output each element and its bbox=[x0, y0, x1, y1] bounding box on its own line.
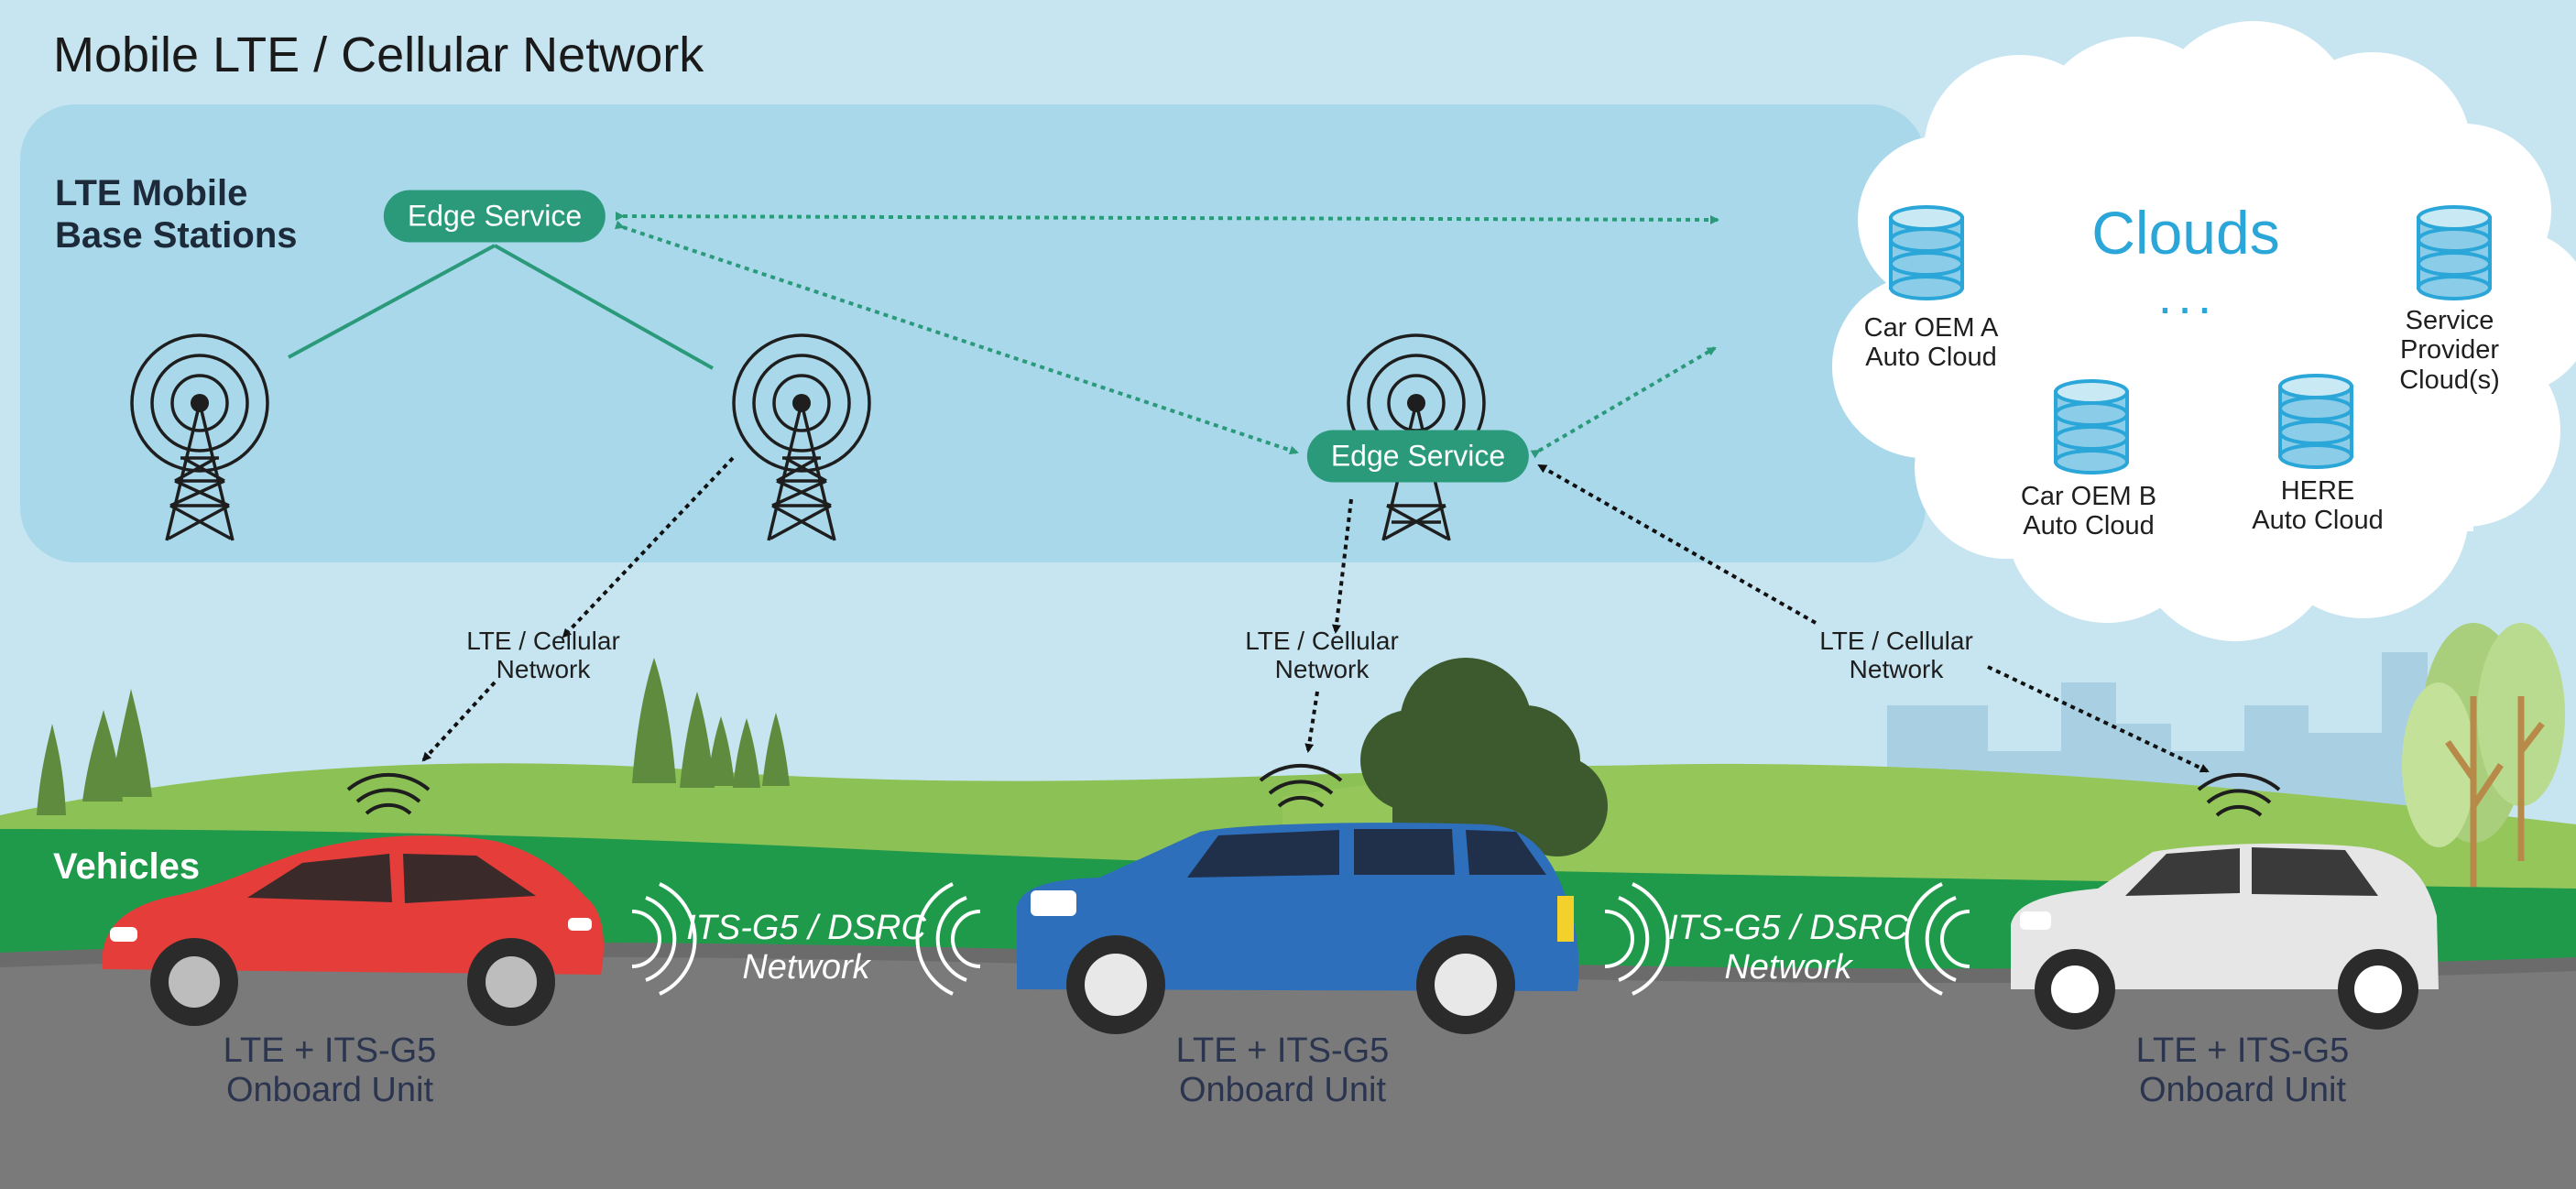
clouds-ellipsis: ... bbox=[2157, 267, 2218, 324]
cell-tower-icon bbox=[130, 333, 269, 541]
trees-middle bbox=[632, 658, 790, 788]
cellular-link-label: LTE / Cellular Network bbox=[1245, 627, 1399, 684]
database-icon bbox=[2054, 379, 2129, 475]
trees-right bbox=[2402, 623, 2565, 898]
bush-dark bbox=[1360, 658, 1608, 856]
base-station-panel bbox=[20, 104, 1926, 562]
car-icon bbox=[1017, 823, 1579, 1034]
cloud-label: Car OEM B Auto Cloud bbox=[2020, 482, 2157, 541]
database-icon bbox=[1889, 205, 1964, 300]
vehicles-label: Vehicles bbox=[53, 846, 201, 887]
page-title: Mobile LTE / Cellular Network bbox=[53, 27, 704, 82]
edge-service-pill: Edge Service bbox=[1306, 430, 1530, 483]
database-icon bbox=[2278, 374, 2353, 469]
v2v-link-label: ITS-G5 / DSRC Network bbox=[1668, 909, 1908, 987]
cloud-label: Service Provider Cloud(s) bbox=[2399, 306, 2500, 395]
wifi-signal-icon bbox=[1259, 763, 1343, 808]
road bbox=[0, 942, 2576, 1189]
cloud-label: HERE Auto Cloud bbox=[2252, 476, 2384, 536]
car-icon bbox=[2011, 843, 2439, 1030]
v2v-signal-arcs bbox=[631, 882, 1970, 996]
trees-left bbox=[37, 689, 152, 815]
wifi-signal-icon bbox=[2197, 772, 2281, 817]
onboard-unit-label: LTE + ITS-G5 Onboard Unit bbox=[1175, 1031, 1390, 1109]
cellular-link-label: LTE / Cellular Network bbox=[466, 627, 620, 684]
clouds-title: Clouds bbox=[2091, 199, 2280, 267]
car-icon bbox=[102, 835, 604, 1026]
edge-service-pill: Edge Service bbox=[383, 190, 606, 243]
onboard-unit-label: LTE + ITS-G5 Onboard Unit bbox=[223, 1031, 437, 1109]
wifi-signal-icon bbox=[346, 772, 431, 815]
cloud-label: Car OEM A Auto Cloud bbox=[1863, 313, 1999, 373]
onboard-unit-label: LTE + ITS-G5 Onboard Unit bbox=[2135, 1031, 2350, 1109]
base-stations-label: LTE Mobile Base Stations bbox=[55, 173, 298, 256]
v2v-link-label: ITS-G5 / DSRC Network bbox=[686, 909, 926, 987]
cellular-link-label: LTE / Cellular Network bbox=[1819, 627, 1973, 684]
database-icon bbox=[2417, 205, 2492, 300]
